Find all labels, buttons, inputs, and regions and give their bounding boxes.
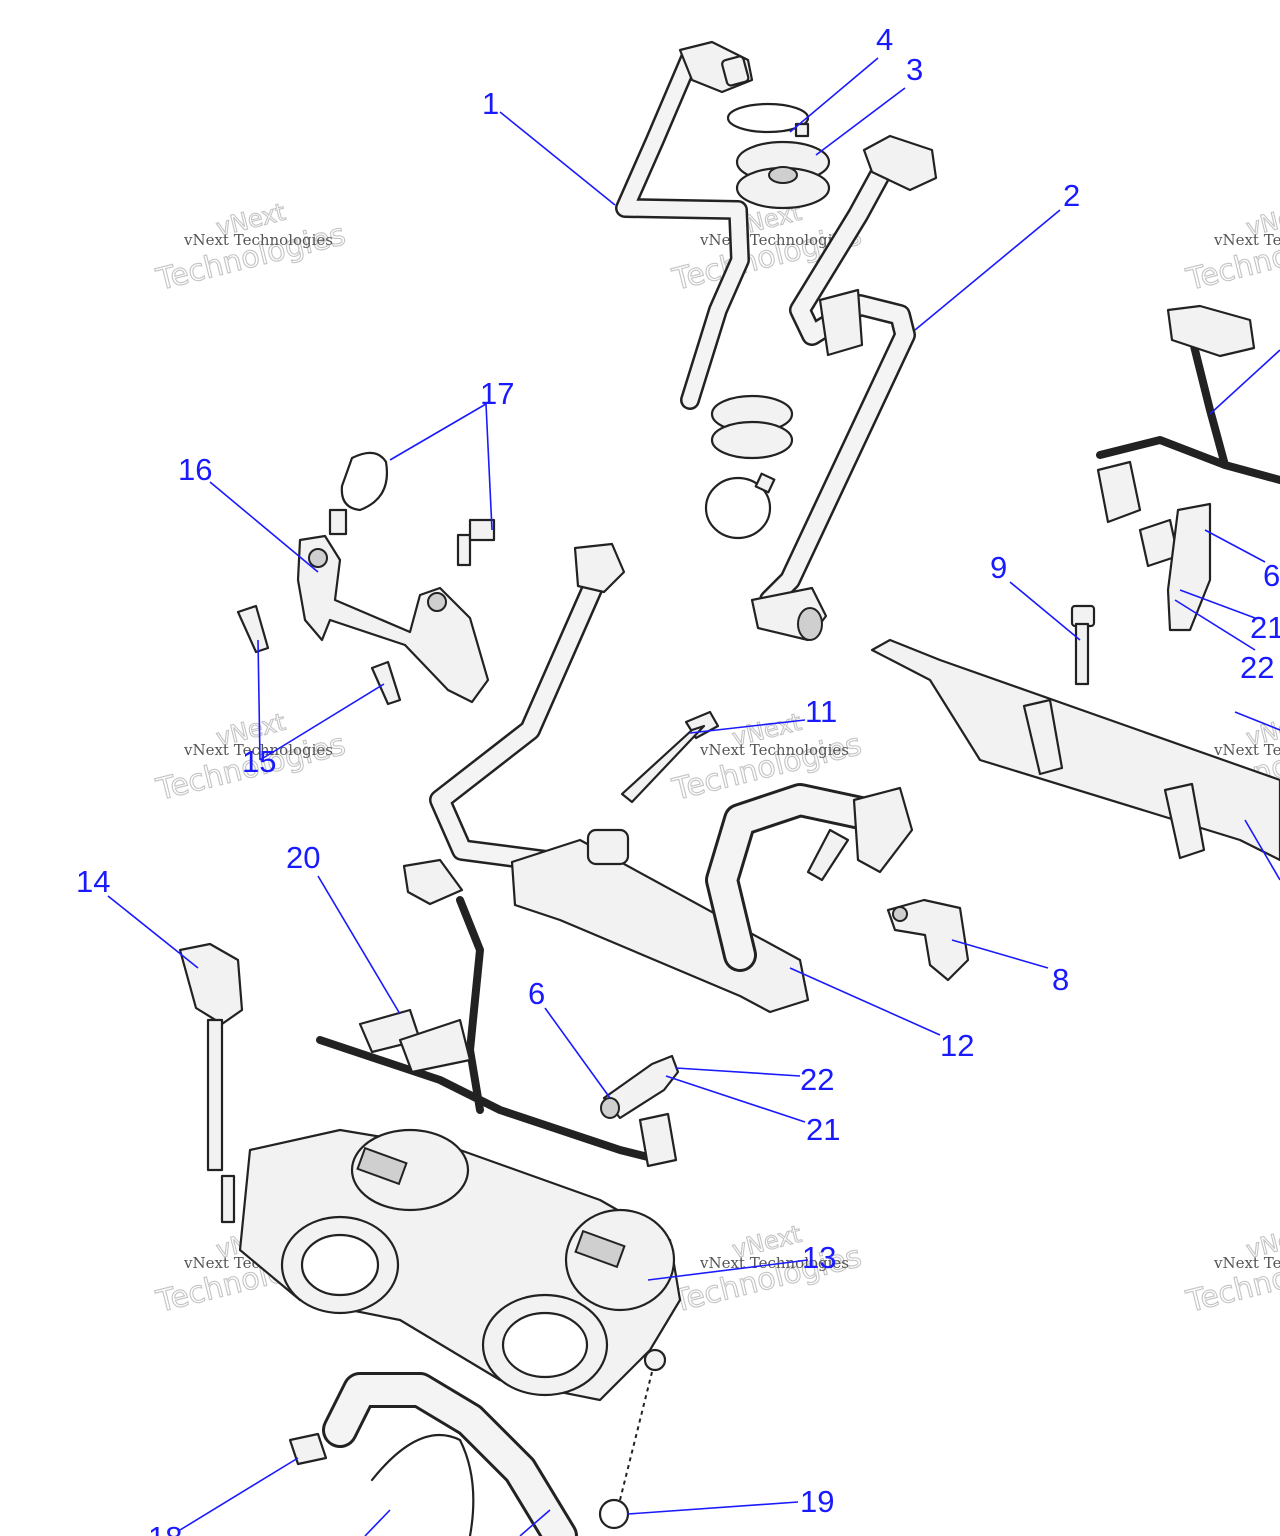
watermark-caption-6: vNext Technologies <box>1213 741 1280 759</box>
callout-21-upper[interactable]: 21 <box>1250 610 1280 645</box>
callout-9[interactable]: 9 <box>990 550 1007 585</box>
grommet-pair-lower[interactable] <box>704 394 794 540</box>
callout-3[interactable]: 3 <box>906 52 923 87</box>
watermark-caption-1: vNext Technologies <box>183 231 333 249</box>
part-1-fuel-hose[interactable] <box>615 40 754 410</box>
right-harness[interactable] <box>1096 304 1280 632</box>
watermark-caption-8: vNext Technologies <box>699 1254 849 1272</box>
part-4-clamp[interactable] <box>726 102 810 138</box>
part-14-sensor[interactable] <box>178 942 244 1224</box>
callout-4[interactable]: 4 <box>876 22 893 57</box>
fuel-rail-right[interactable] <box>870 638 1280 862</box>
callout-6-lower[interactable]: 6 <box>528 976 545 1011</box>
callout-18-partial[interactable]: 18 <box>148 1520 182 1536</box>
part-9-bolt[interactable] <box>1070 604 1096 686</box>
part-16-bracket[interactable] <box>296 534 490 704</box>
leader-lines <box>107 57 1280 1536</box>
callout-12[interactable]: 12 <box>940 1028 974 1063</box>
callout-11[interactable]: 11 <box>805 694 837 729</box>
callout-1[interactable]: 1 <box>482 86 499 121</box>
callout-21-lower[interactable]: 21 <box>806 1112 840 1147</box>
part-12-fuel-rail[interactable] <box>429 542 914 1014</box>
callout-13[interactable]: 13 <box>802 1240 836 1275</box>
part-8-clip[interactable] <box>886 898 970 982</box>
part-20-harness[interactable] <box>316 858 678 1168</box>
callout-14[interactable]: 14 <box>76 864 110 899</box>
watermark-caption-4: vNext Technologies <box>183 741 333 759</box>
part-15-bolt[interactable] <box>236 604 402 706</box>
watermark-caption-3: vNext Technologies <box>1213 231 1280 249</box>
part-11-bolt[interactable] <box>620 710 720 804</box>
callout-22-upper[interactable]: 22 <box>1240 650 1274 685</box>
callout-16[interactable]: 16 <box>178 452 212 487</box>
part-6-injector[interactable] <box>600 1054 680 1120</box>
callout-17[interactable]: 17 <box>480 376 514 411</box>
callout-15[interactable]: 15 <box>242 744 276 779</box>
callout-8[interactable]: 8 <box>1052 962 1069 997</box>
callout-6-upper[interactable]: 6 <box>1263 558 1280 593</box>
callout-20[interactable]: 20 <box>286 840 320 875</box>
callout-2[interactable]: 2 <box>1063 178 1080 213</box>
part-17-clamp[interactable] <box>328 451 496 567</box>
part-3-grommet[interactable] <box>735 140 831 210</box>
lower-hose[interactable] <box>288 1348 667 1536</box>
watermark-caption-5: vNext Technologies <box>699 741 849 759</box>
callout-labels: 1 2 3 4 6 6 8 9 11 12 13 14 15 16 17 19 … <box>76 22 1280 1536</box>
part-13-throttle-body[interactable] <box>238 1128 682 1402</box>
callout-19[interactable]: 19 <box>800 1484 834 1519</box>
callout-22-lower[interactable]: 22 <box>800 1062 834 1097</box>
part-2-fuel-line[interactable] <box>750 134 938 642</box>
watermark-caption-9: vNext Technologies <box>1213 1254 1280 1272</box>
